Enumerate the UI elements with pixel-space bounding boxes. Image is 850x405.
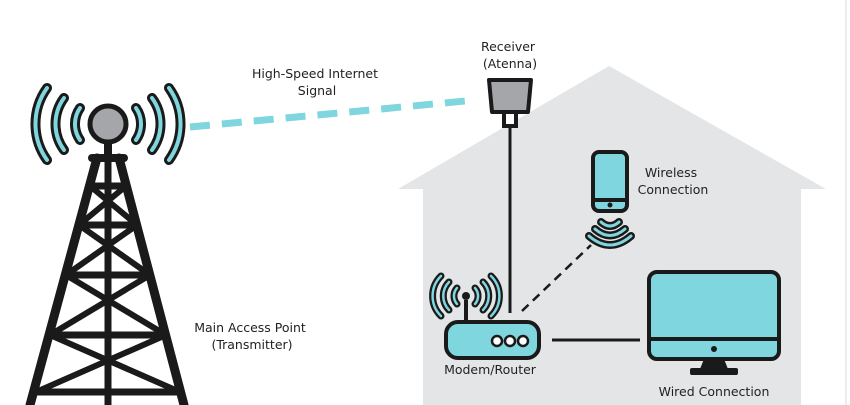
internet-signal-line [189, 96, 477, 131]
phone-signal-icon [585, 218, 635, 249]
router-label: Modem/Router [444, 362, 537, 377]
router-signal-icon [429, 272, 503, 320]
phone-icon [591, 150, 629, 213]
wireless-label: Wireless Connection [638, 165, 709, 197]
wireless-link [521, 244, 592, 312]
receiver-label: Receiver (Atenna) [481, 39, 539, 71]
wired-label: Wired Connection [659, 384, 770, 399]
tower-icon [25, 136, 189, 405]
tower-head-icon [87, 103, 129, 145]
monitor-icon [647, 270, 781, 375]
signal-label: High-Speed Internet Signal [252, 66, 382, 98]
main-access-label: Main Access Point (Transmitter) [194, 320, 310, 352]
signal-waves-icon [30, 83, 186, 165]
router-icon [444, 292, 541, 360]
